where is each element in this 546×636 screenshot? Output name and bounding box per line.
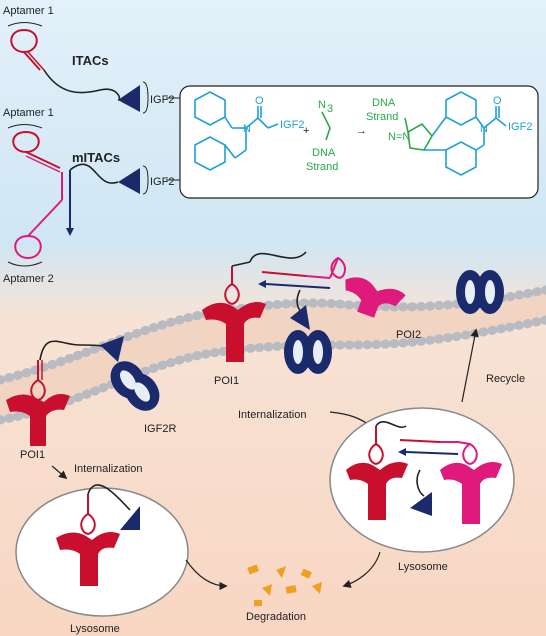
dbco-n-atom: N [243,123,251,135]
poi2-receptor [345,277,406,318]
aptamer2-label: Aptamer 2 [3,273,54,285]
click-reaction-box: N O IGF2 + N 3 DNA Strand → DNA Strand N… [166,85,539,199]
aptamer1-top-label: Aptamer 1 [3,5,54,17]
lysosome-left-label: Lysosome [70,623,120,635]
triazole-ring [407,122,433,151]
degradation-fragments [247,564,322,606]
igf2r-center-receptor [284,330,332,374]
product-dna-line1: DNA [372,97,396,109]
center-complex: POI2 POI1 Internalization [202,251,421,429]
dbco-structure [194,91,279,171]
mitacs-construct: Aptamer 1 mITACs IGF2 Aptamer 2 [3,107,174,285]
poi1-left-receptor [6,394,70,446]
internalization-left-label: Internalization [74,463,143,475]
product-n-atom: N [480,123,488,135]
recycled-igf2r: Recycle [456,270,525,403]
igf2-label-b: IGF2 [150,176,174,188]
internalization-center-label: Internalization [238,409,307,421]
mitacs-label: mITACs [72,150,120,165]
igf2r-label: IGF2R [144,423,176,435]
igf2-label-a: IGF2 [150,94,174,106]
left-complex: IGF2R POI1 Internalization [6,336,176,480]
product-ring-structure [424,91,507,176]
product-o-atom: O [493,95,502,107]
itacs-construct: Aptamer 1 ITACs IGF2 [3,5,174,114]
lysosome-left: Lysosome [15,484,228,635]
poi1-center-receptor [202,302,266,362]
reactant-igf2-label: IGF2 [280,119,304,131]
poi1-center-label: POI1 [214,375,239,387]
aptamer1-mid-label: Aptamer 1 [3,107,54,119]
dbco-o-atom: O [255,95,264,107]
reaction-arrow: → [356,125,367,137]
poi2-label: POI2 [396,329,421,341]
product-dna-line2: Strand [366,111,398,123]
lysosome-right-label: Lysosome [398,561,448,573]
reactant-dna-line1: DNA [312,147,336,159]
poi1-left-label: POI1 [20,449,45,461]
cell-membrane [0,285,546,425]
reactant-dna-line2: Strand [306,161,338,173]
azide-sub: 3 [327,103,333,115]
plus-sign: + [303,125,309,137]
triazole-label: N=N [388,131,410,143]
degradation-label: Degradation [246,611,306,623]
igf2r-receptor [110,361,160,411]
recycle-label: Recycle [486,373,525,385]
azide-n: N [318,99,326,111]
lysosome-right: Lysosome [329,407,515,588]
itacs-label: ITACs [72,53,109,68]
product-igf2-label: IGF2 [508,121,532,133]
